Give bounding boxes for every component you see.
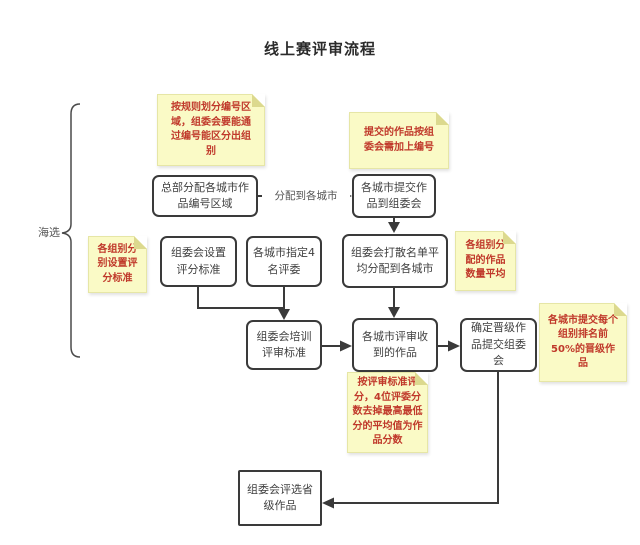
arrowhead-right xyxy=(340,340,352,352)
flow-box-committee-select-provincial: 组委会评选省级作品 xyxy=(238,470,322,526)
note-fold-corner-icon xyxy=(436,112,449,125)
flow-box-label: 确定晋级作品提交组委会 xyxy=(471,321,526,368)
flow-box-label: 组委会设置评分标准 xyxy=(171,246,226,276)
flow-box-label: 组委会打散名单平均分配到各城市 xyxy=(351,245,439,276)
arrowhead-left xyxy=(322,497,334,509)
flow-box-label: 组委会培训评审标准 xyxy=(256,329,312,360)
stage-label-preliminary: 海选 xyxy=(38,226,60,239)
note-fold-corner-icon xyxy=(415,372,428,385)
note-fold-corner-icon xyxy=(134,236,147,249)
edge-confirm-to-select xyxy=(332,372,499,504)
sticky-note-text: 按规则划分编号区域，组委会要能通过编号能区分出组别 xyxy=(171,102,251,157)
arrowhead-down xyxy=(388,222,400,233)
flow-box-confirm-promoted-works: 确定晋级作品提交组委会 xyxy=(460,318,537,372)
flow-box-label: 各城市指定4名评委 xyxy=(253,246,315,276)
note-fold-corner-icon xyxy=(503,231,516,244)
sticky-note-group-scoring-standard: 各组别分别设置评分标准 xyxy=(88,236,147,293)
flow-box-city-appoint-judges: 各城市指定4名评委 xyxy=(246,236,322,287)
flow-box-committee-shuffle-list: 组委会打散名单平均分配到各城市 xyxy=(342,234,448,288)
arrowhead-down xyxy=(278,309,290,320)
flow-box-city-submit-works: 各城市提交作品到组委会 xyxy=(352,174,436,218)
stage-brace xyxy=(61,103,81,358)
flow-box-hq-assign-numbering: 总部分配各城市作品编号区域 xyxy=(152,175,258,217)
flow-box-label: 各城市评审收到的作品 xyxy=(362,329,428,360)
sticky-note-scoring-method: 按评审标准评分，4位评委分数去掉最高最低分的平均值为作品分数 xyxy=(347,372,428,453)
sticky-note-city-top50-submission: 各城市提交每个组别排名前50%的晋级作品 xyxy=(539,303,627,382)
note-fold-corner-icon xyxy=(252,94,265,107)
sticky-note-text: 各组别分别设置评分标准 xyxy=(97,243,138,284)
edge-setscoring-join xyxy=(197,287,284,309)
page-title: 线上赛评审流程 xyxy=(263,40,376,58)
note-fold-corner-icon xyxy=(614,303,627,316)
arrowhead-right xyxy=(448,340,460,352)
flow-box-label: 组委会评选省级作品 xyxy=(247,482,313,513)
flow-box-committee-set-scoring: 组委会设置评分标准 xyxy=(160,236,237,287)
sticky-note-group-distribution-even: 各组别分配的作品数量平均 xyxy=(455,231,516,291)
flow-box-label: 各城市提交作品到组委会 xyxy=(361,180,427,211)
sticky-note-numbering-rule: 按规则划分编号区域，组委会要能通过编号能区分出组别 xyxy=(157,94,265,166)
flow-box-committee-train-standard: 组委会培训评审标准 xyxy=(246,320,322,370)
sticky-note-text: 各组别分配的作品数量平均 xyxy=(465,240,506,281)
sticky-note-text: 各城市提交每个组别排名前50%的晋级作品 xyxy=(548,314,618,370)
flow-box-label: 总部分配各城市作品编号区域 xyxy=(161,180,249,211)
sticky-note-text: 提交的作品按组委会需加上编号 xyxy=(364,127,434,153)
sticky-note-text: 按评审标准评分，4位评委分数去掉最高最低分的平均值为作品分数 xyxy=(352,377,423,447)
edge-label-assign-to-cities: 分配到各城市 xyxy=(262,189,350,203)
arrowhead-down xyxy=(388,307,400,318)
flow-box-city-review-works: 各城市评审收到的作品 xyxy=(352,318,438,372)
sticky-note-submission-numbering: 提交的作品按组委会需加上编号 xyxy=(349,112,449,169)
